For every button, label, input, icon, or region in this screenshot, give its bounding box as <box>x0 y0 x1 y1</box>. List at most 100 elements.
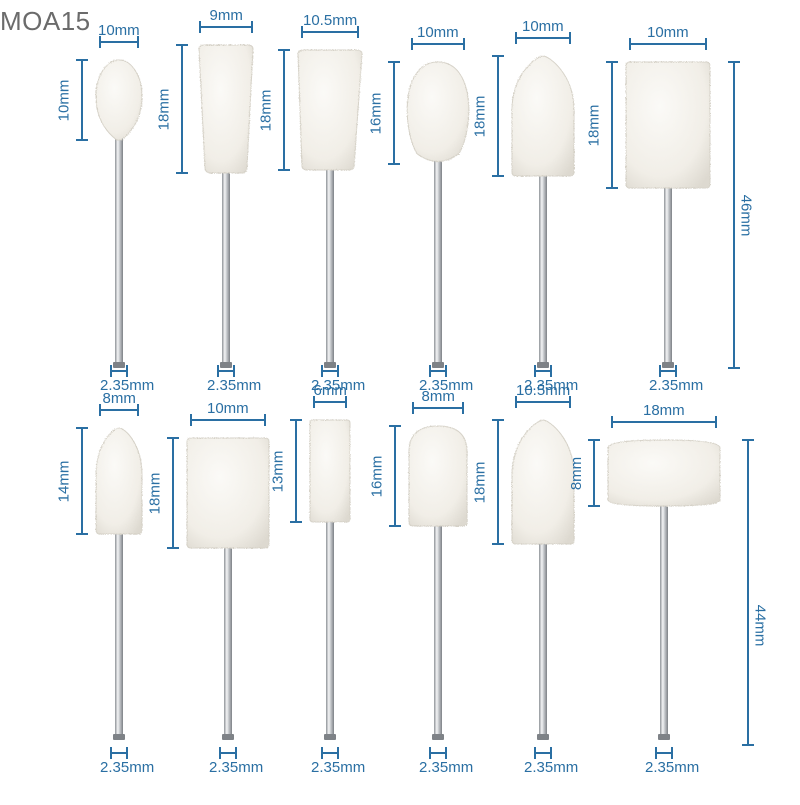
felt-head-bullet <box>511 55 575 177</box>
shank-diameter-label: 2.35mm <box>100 758 155 776</box>
height-dimension-line <box>167 437 179 549</box>
shank <box>434 520 442 740</box>
watermark-text: MOA15 <box>0 6 91 36</box>
width-dimension-line <box>313 396 347 408</box>
width-dimension-line <box>199 21 253 33</box>
shank-diameter-label: 2.35mm <box>207 376 262 394</box>
shank-end <box>658 734 670 740</box>
height-dimension-line <box>388 61 400 165</box>
height-dimension-line <box>492 55 504 177</box>
shank-dimension-line <box>321 365 339 377</box>
height-label: 13mm <box>269 450 287 492</box>
shank-end <box>324 362 336 368</box>
shank-diameter-label: 2.35mm <box>419 758 474 776</box>
width-label: 10.5mm <box>516 381 571 399</box>
height-label: 18mm <box>155 88 173 130</box>
felt-head-cylinder <box>186 437 270 549</box>
height-label: 16mm <box>368 455 386 497</box>
shank-dimension-line <box>110 747 128 759</box>
height-label: 18mm <box>257 89 275 131</box>
shank-end <box>662 362 674 368</box>
felt-head-bullet <box>95 427 143 535</box>
width-dimension-line <box>99 404 139 416</box>
total-length-label: 44mm <box>751 604 769 646</box>
shank <box>222 164 230 368</box>
width-label: 10mm <box>98 21 140 39</box>
width-dimension-line <box>99 36 139 48</box>
shank-diameter-label: 2.35mm <box>311 758 366 776</box>
width-label: 8mm <box>421 387 455 405</box>
height-dimension-line <box>76 59 88 141</box>
shank-diameter-label: 2.35mm <box>419 376 474 394</box>
shank-end <box>432 362 444 368</box>
felt-head-cylinder-thin <box>309 419 351 523</box>
shank <box>539 168 547 368</box>
felt-head-egg <box>406 61 470 162</box>
height-dimension-line <box>492 419 504 545</box>
height-dimension-line <box>278 49 290 171</box>
width-dimension-line <box>190 414 266 426</box>
shank-diameter-label: 2.35mm <box>645 758 700 776</box>
shank <box>664 182 672 368</box>
height-dimension-line <box>389 425 401 527</box>
shank-end <box>220 362 232 368</box>
width-label: 10mm <box>417 23 459 41</box>
shank-end <box>324 734 336 740</box>
height-dimension-line <box>290 419 302 523</box>
shank <box>660 500 668 740</box>
width-label: 10mm <box>522 17 564 35</box>
felt-head-cylinder <box>625 61 711 189</box>
width-dimension-line <box>515 396 571 408</box>
width-dimension-line <box>411 38 465 50</box>
shank-dimension-line <box>219 747 237 759</box>
shank-dimension-line <box>321 747 339 759</box>
shank-diameter-label: 2.35mm <box>649 376 704 394</box>
shank-dimension-line <box>217 365 235 377</box>
shank-diameter-label: 2.35mm <box>209 758 264 776</box>
shank <box>434 156 442 368</box>
shank <box>115 528 123 740</box>
height-dimension-line <box>606 61 618 189</box>
height-label: 14mm <box>55 460 73 502</box>
shank-end <box>537 362 549 368</box>
width-label: 6mm <box>313 381 347 399</box>
shank <box>326 162 334 368</box>
height-dimension-line <box>176 44 188 174</box>
height-label: 18mm <box>585 104 603 146</box>
shank-dimension-line <box>429 365 447 377</box>
width-label: 8mm <box>102 389 136 407</box>
felt-head-taper-wide <box>297 49 363 171</box>
shank-dimension-line <box>659 365 677 377</box>
height-label: 18mm <box>471 461 489 503</box>
felt-head-round-top <box>408 425 468 527</box>
height-dimension-line <box>76 427 88 535</box>
felt-head-taper <box>198 44 254 174</box>
shank <box>224 542 232 740</box>
width-dimension-line <box>301 26 359 38</box>
total-length-line <box>742 439 754 746</box>
shank-diameter-label: 2.35mm <box>524 376 579 394</box>
shank-dimension-line <box>534 747 552 759</box>
shank-dimension-line <box>110 365 128 377</box>
shank-dimension-line <box>655 747 673 759</box>
width-dimension-line <box>611 416 717 428</box>
width-label: 10mm <box>647 23 689 41</box>
width-dimension-line <box>629 38 707 50</box>
height-label: 8mm <box>567 456 585 490</box>
shank-diameter-label: 2.35mm <box>100 376 155 394</box>
felt-head-ball <box>95 59 143 141</box>
shank <box>326 516 334 740</box>
height-label: 18mm <box>146 472 164 514</box>
width-label: 18mm <box>643 401 685 419</box>
height-label: 10mm <box>55 79 73 121</box>
width-label: 10.5mm <box>303 11 358 29</box>
shank-end <box>113 362 125 368</box>
height-dimension-line <box>588 439 600 507</box>
width-dimension-line <box>515 32 571 44</box>
width-label: 10mm <box>207 399 249 417</box>
shank-dimension-line <box>534 365 552 377</box>
width-dimension-line <box>412 402 464 414</box>
shank-end <box>113 734 125 740</box>
